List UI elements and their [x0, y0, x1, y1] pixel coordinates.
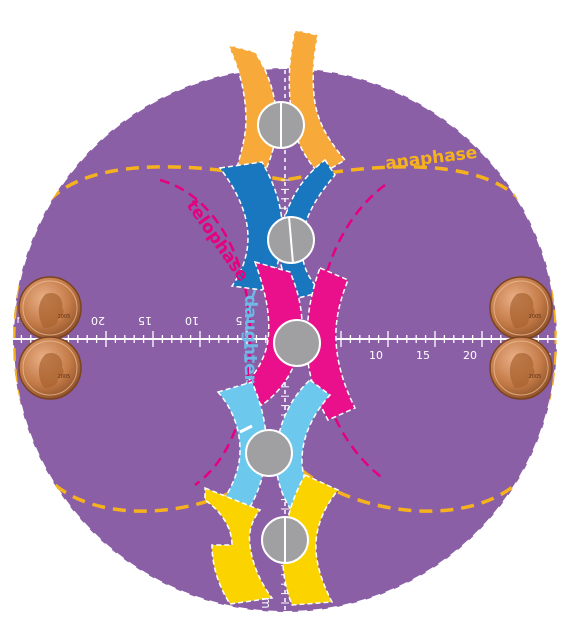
chromosome-blue [218, 158, 336, 299]
ruler-tick-label-left-20: 20 [91, 314, 105, 327]
chromosome-light-blue [216, 379, 332, 521]
penny-coin: 2005 [18, 336, 82, 400]
chromosome-yellow [204, 474, 340, 606]
chromosome-orange [226, 29, 347, 179]
ruler-tick-label-left-15: 15 [138, 314, 152, 327]
penny-year: 2005 [529, 374, 542, 380]
ruler-tick-label-left-10: 10 [185, 314, 199, 327]
ruler-tick-label-right-15: 15 [416, 349, 430, 362]
bottom-ruler-label: m [259, 597, 273, 609]
ruler-tick-label-left-5: 5 [236, 314, 243, 327]
telophase-outline-left [159, 178, 252, 487]
telophase-outline-right [316, 184, 386, 481]
ruler-edge-label-left: u [17, 314, 24, 327]
centromere [245, 429, 293, 477]
penny-year: 2005 [58, 314, 71, 320]
centromere [273, 319, 321, 367]
penny-coin: 2005 [489, 276, 553, 340]
penny-year: 2005 [58, 374, 71, 380]
ruler-tick-label-right-10: 10 [369, 349, 383, 362]
chromosome-magenta [238, 260, 357, 421]
penny-year: 2005 [529, 314, 542, 320]
daughter-label: daughter [240, 295, 260, 384]
penny-coin: 2005 [18, 276, 82, 340]
ruler-tick-label-right-20: 20 [463, 349, 477, 362]
penny-coin: 2005 [489, 336, 553, 400]
